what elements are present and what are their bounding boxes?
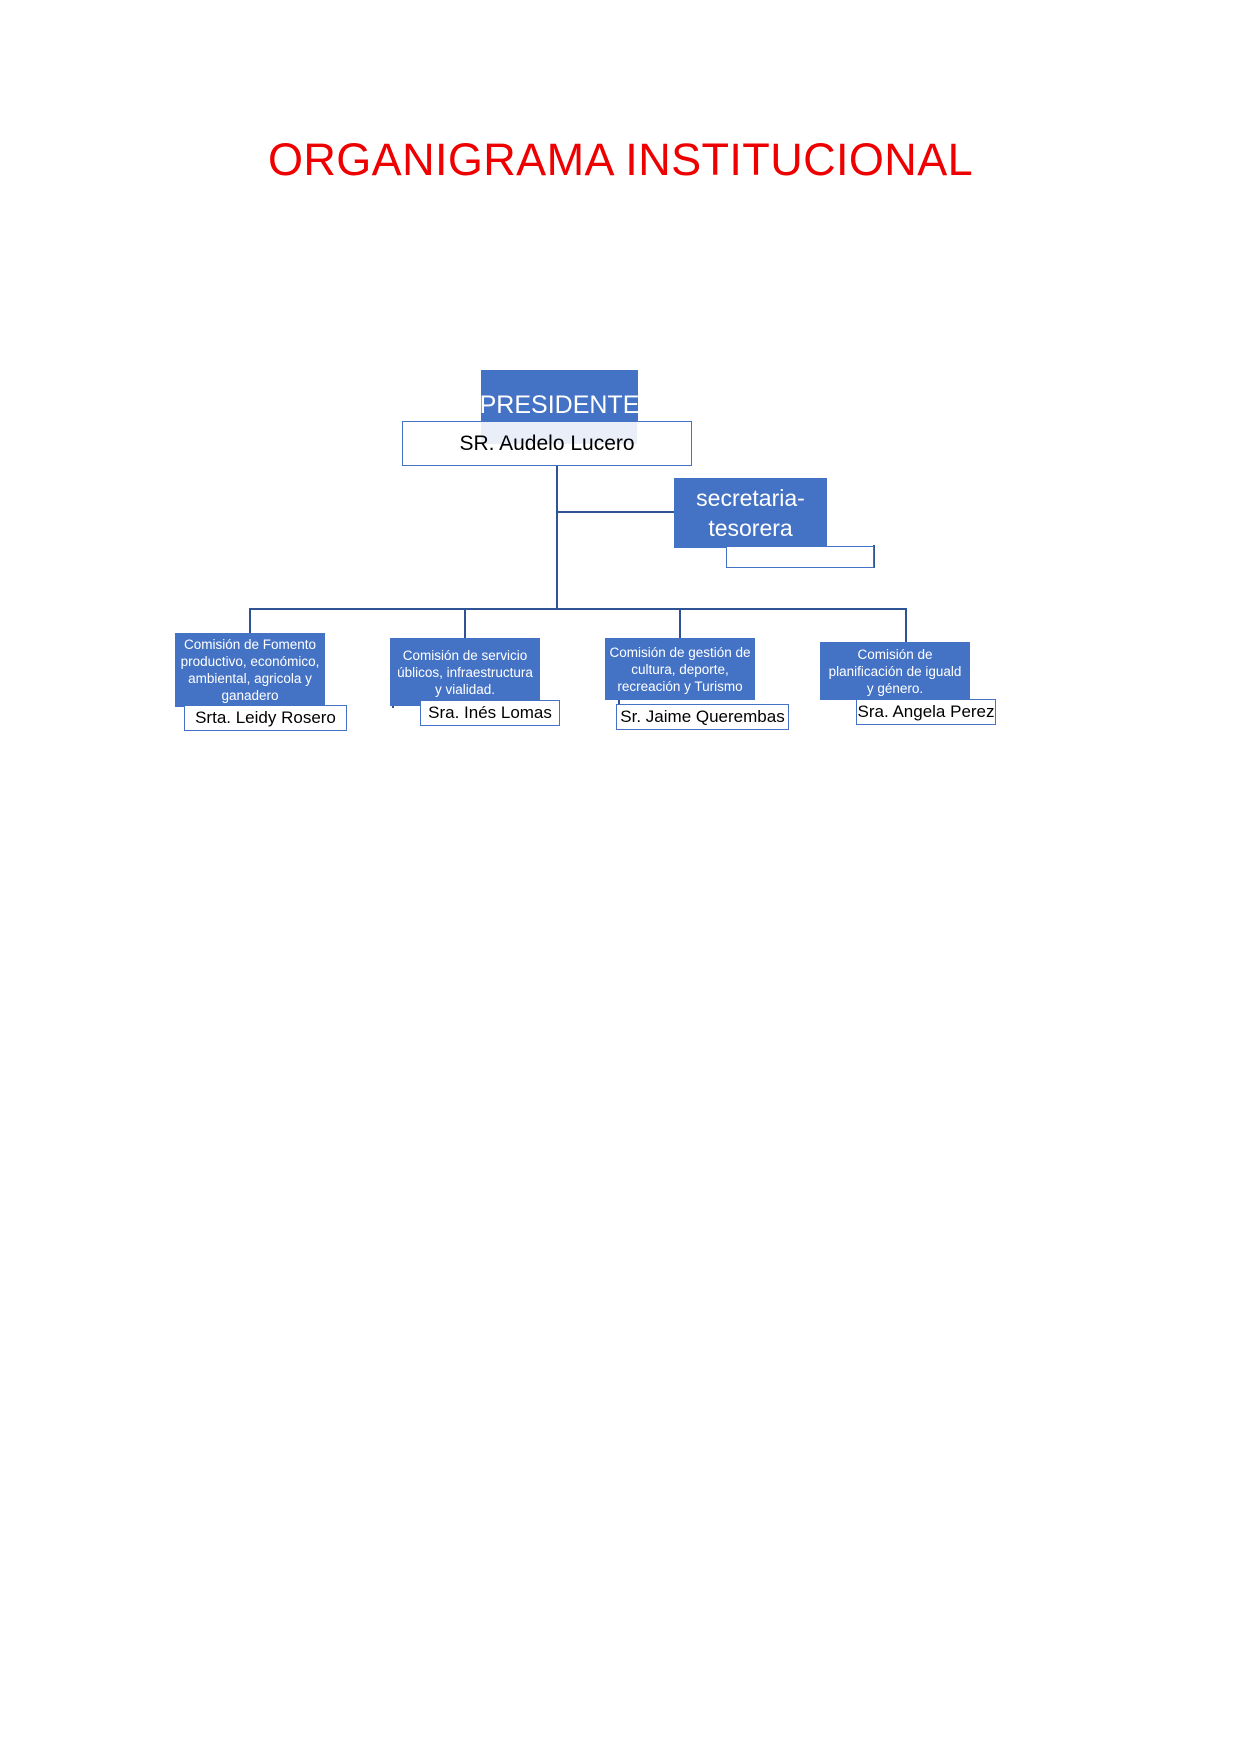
node-president-role[interactable]: PRESIDENTE bbox=[480, 370, 639, 422]
connector-president-to-secretaria bbox=[556, 511, 676, 513]
connector-commission-3-drop bbox=[679, 608, 681, 640]
node-commission-4-role[interactable]: Comisión de planificación de iguald y gé… bbox=[820, 642, 970, 700]
node-commission-3-name[interactable]: Sr. Jaime Querembas bbox=[616, 704, 789, 730]
node-secretaria-tesorera-role[interactable]: secretaria-tesorera bbox=[674, 478, 827, 548]
node-secretaria-tesorera-name[interactable] bbox=[726, 546, 874, 568]
page-title: ORGANIGRAMA INSTITUCIONAL bbox=[267, 134, 974, 185]
node-commission-3-role[interactable]: Comisión de gestión de cultura, deporte,… bbox=[605, 638, 755, 700]
node-commission-2-name[interactable]: Sra. Inés Lomas bbox=[420, 700, 560, 726]
node-commission-1-role[interactable]: Comisión de Fomento productivo, económic… bbox=[175, 633, 325, 707]
node-commission-1-name[interactable]: Srta. Leidy Rosero bbox=[184, 705, 347, 731]
node-commission-2-role[interactable]: Comisión de servicio úblicos, infraestru… bbox=[390, 638, 540, 706]
connector-secretaria-name-right bbox=[873, 545, 875, 567]
president-name-highlight bbox=[481, 422, 637, 444]
connector-commission-2-drop bbox=[464, 608, 466, 640]
node-commission-4-name[interactable]: Sra. Angela Perez bbox=[856, 699, 996, 725]
connector-commission-3-tail bbox=[618, 697, 620, 709]
connector-president-stem bbox=[556, 466, 558, 608]
connector-commission-4-drop bbox=[905, 608, 907, 644]
connector-commission-1-drop bbox=[249, 608, 251, 636]
connector-commission-bus bbox=[249, 608, 906, 610]
